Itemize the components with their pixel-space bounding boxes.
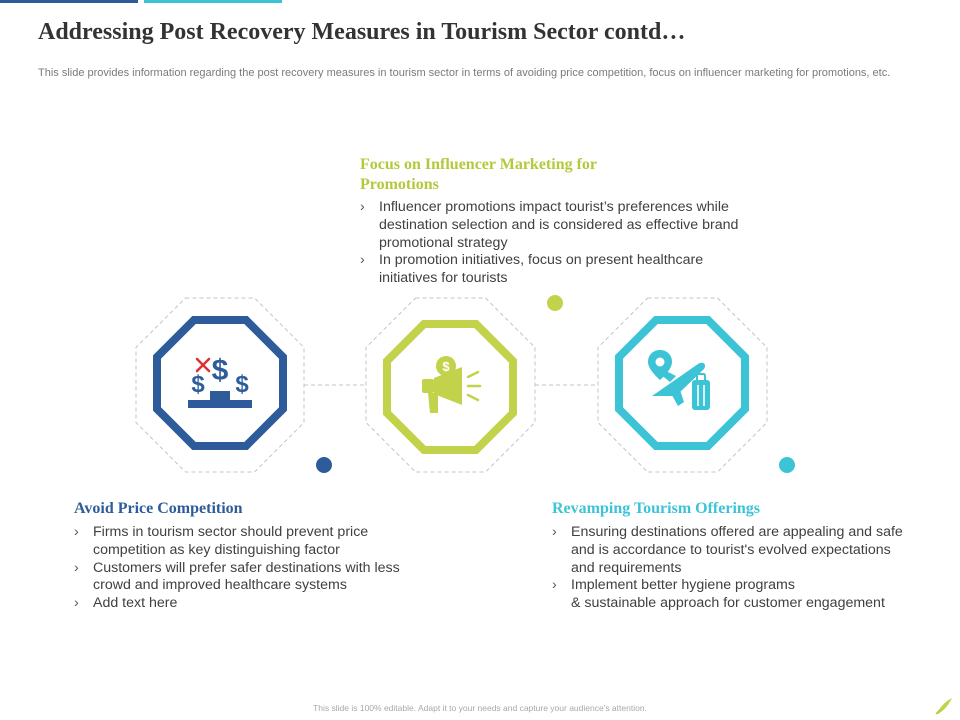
influencer-heading-line-1: Focus on Influencer Marketing for xyxy=(360,156,598,173)
top-accent-bar-light xyxy=(144,0,282,3)
price-bullets: Firms in tourism sector should prevent p… xyxy=(74,524,400,613)
offerings-bullet-2: Implement better hygiene programs & sust… xyxy=(552,577,903,613)
top-accent-bar-dark xyxy=(0,0,138,3)
svg-text:$: $ xyxy=(235,371,249,398)
dotted-octagon-center xyxy=(365,297,536,473)
price-bullet-2: Customers will prefer safer destinations… xyxy=(74,560,400,596)
price-bullet-3: Add text here xyxy=(74,595,400,613)
dot-influencer xyxy=(547,295,563,311)
influencer-heading: Focus on Influencer Marketing for Promot… xyxy=(360,155,597,195)
offerings-bullets: Ensuring destinations offered are appeal… xyxy=(552,524,903,613)
brand-leaf-icon xyxy=(935,698,952,715)
travel-plane-luggage-icon xyxy=(648,350,710,410)
svg-text:$: $ xyxy=(442,359,450,374)
octagon-price xyxy=(153,316,287,450)
dot-price xyxy=(316,457,332,473)
offerings-bullet-1: Ensuring destinations offered are appeal… xyxy=(552,524,903,577)
svg-text:$: $ xyxy=(212,354,229,387)
influencer-bullet-2: In promotion initiatives, focus on prese… xyxy=(360,252,738,288)
slide-title: Addressing Post Recovery Measures in Tou… xyxy=(38,19,686,45)
dollar-podium-icon: $ $ $ xyxy=(188,354,252,408)
svg-text:$: $ xyxy=(191,371,205,398)
offerings-heading: Revamping Tourism Offerings xyxy=(552,500,761,517)
influencer-bullet-1: Influencer promotions impact tourist’s p… xyxy=(360,199,738,252)
footer-note: This slide is 100% editable. Adapt it to… xyxy=(313,703,647,713)
price-bullet-1: Firms in tourism sector should prevent p… xyxy=(74,524,400,560)
influencer-heading-line-2: Promotions xyxy=(360,176,439,193)
slide-subtitle: This slide provides information regardin… xyxy=(38,67,891,79)
megaphone-dollar-icon: $ xyxy=(422,356,482,413)
dotted-octagon-left xyxy=(135,297,305,473)
dotted-octagon-right xyxy=(597,297,768,473)
price-heading: Avoid Price Competition xyxy=(74,500,243,517)
influencer-bullets: Influencer promotions impact tourist’s p… xyxy=(360,199,738,288)
dot-offerings xyxy=(779,457,795,473)
